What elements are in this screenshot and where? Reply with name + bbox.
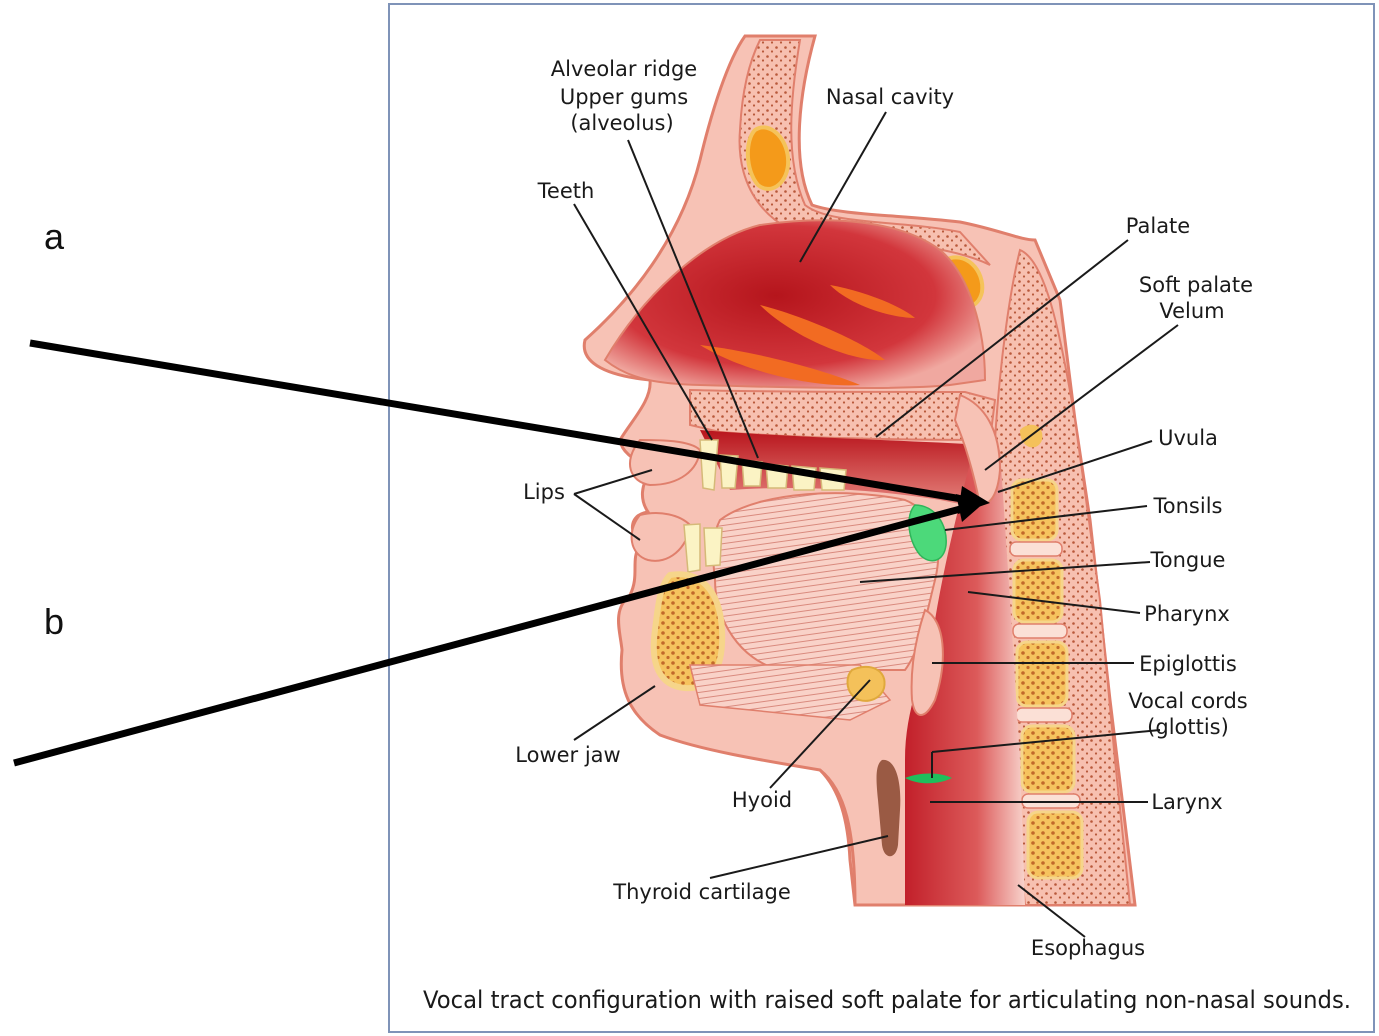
label-upper-gums: Upper gums bbox=[560, 85, 688, 109]
label-hyoid: Hyoid bbox=[732, 788, 792, 812]
sinus-frontal bbox=[748, 127, 788, 189]
label-soft-palate: Soft palate bbox=[1139, 273, 1253, 297]
label-tonsils: Tonsils bbox=[1153, 494, 1223, 518]
label-larynx: Larynx bbox=[1151, 790, 1222, 814]
side-label-b: b bbox=[44, 601, 64, 642]
label-nasal-cavity: Nasal cavity bbox=[826, 85, 954, 109]
label-epiglottis: Epiglottis bbox=[1139, 652, 1237, 676]
label-lips: Lips bbox=[523, 480, 565, 504]
label-velum: Velum bbox=[1159, 299, 1224, 323]
label-vocal-cords: Vocal cords bbox=[1128, 689, 1247, 713]
label-palate: Palate bbox=[1126, 214, 1190, 238]
label-alveolus: (alveolus) bbox=[570, 111, 673, 135]
label-pharynx: Pharynx bbox=[1144, 602, 1230, 626]
label-thyroid-cartilage: Thyroid cartilage bbox=[612, 880, 791, 904]
hard-palate bbox=[690, 390, 995, 440]
label-tongue: Tongue bbox=[1150, 548, 1226, 572]
label-lower-jaw: Lower jaw bbox=[515, 743, 620, 767]
label-alveolar-ridge: Alveolar ridge bbox=[551, 57, 697, 81]
side-label-a: a bbox=[44, 216, 65, 257]
label-uvula: Uvula bbox=[1158, 426, 1218, 450]
label-glottis: (glottis) bbox=[1147, 715, 1229, 739]
label-esophagus: Esophagus bbox=[1031, 936, 1145, 960]
figure-caption: Vocal tract configuration with raised so… bbox=[423, 986, 1351, 1014]
tongue-shape bbox=[713, 493, 938, 670]
label-teeth: Teeth bbox=[537, 179, 595, 203]
